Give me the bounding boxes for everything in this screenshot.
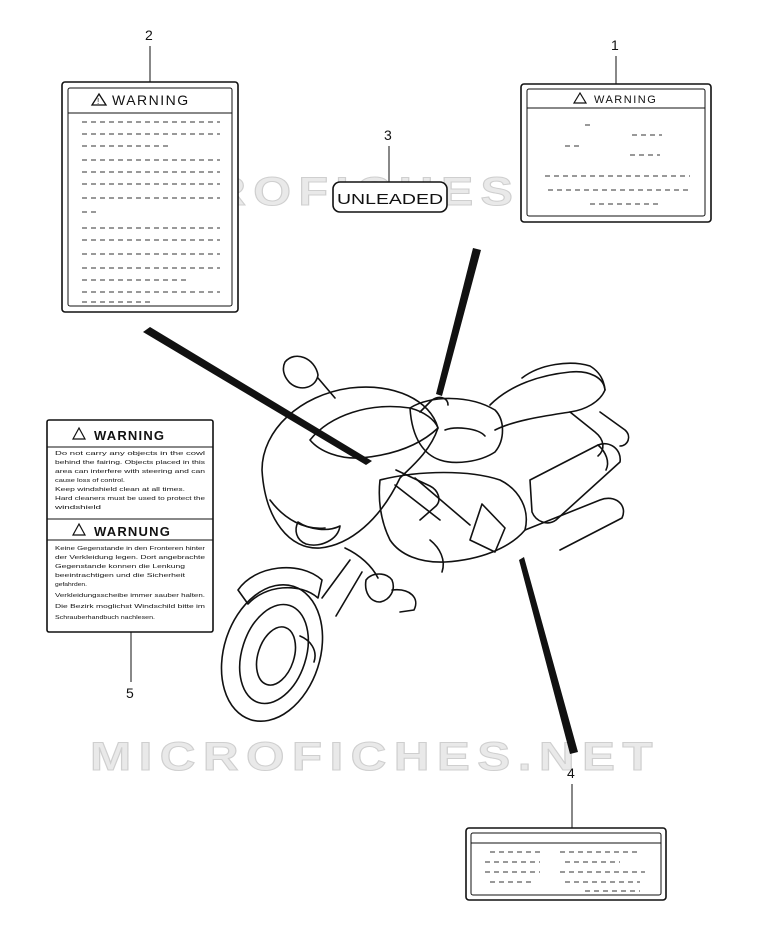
unleaded-label-3: UNLEADED [332,181,448,213]
label-4-fine-print [485,851,645,892]
label-5-en-line: windshield [53,505,101,511]
label-5-en-line: Do not carry any objects in the cowl [55,451,205,457]
label-5-en-line: Keep windshield clean at all times. [55,487,185,493]
label-1-fine-print [545,124,690,205]
label-2-fine-print [82,121,220,303]
label-4 [465,827,667,901]
label-5-heading-en: WARNING [94,428,165,443]
warning-triangle-icon [71,522,87,536]
warning-triangle-icon [572,91,588,104]
label-3-text: UNLEADED [337,191,443,208]
label-5-en-line: Hard cleaners must be used to protect th… [55,496,205,502]
label-5-de-line: Keine Gegenstande in den Fronteren hinte… [55,546,205,552]
warning-label-1: WARNING [520,83,712,223]
warning-triangle-icon: ! [90,92,108,106]
warning-label-5: WARNING Do not carry any objects in the … [46,419,214,633]
label-5-body-en: Do not carry any objects in the cowl beh… [53,451,205,511]
callout-1: 1 [611,37,619,84]
watermark-lower: MICROFICHES.NET [90,735,660,779]
warning-label-2: ! WARNING [61,81,239,313]
label-5-de-line: Verkleidungsscheibe immer sauber halten. [55,593,205,599]
label-5-de-line: gefahrden. [55,582,87,588]
label-5-de-line: der Verkleidung legen. Dort angebrachte [55,555,205,561]
pointer-part-3 [436,248,481,396]
label-5-de-line: Die Bezirk moglichst Windschild bitte im [55,604,206,610]
ref-number-5: 5 [126,685,134,701]
ref-number-4: 4 [567,765,575,781]
label-5-de-line: Schrauberhandbuch nachlesen. [55,615,155,621]
callout-4: 4 [567,765,575,828]
ref-number-2: 2 [145,27,153,43]
callout-5: 5 [126,632,134,701]
ref-number-3: 3 [384,127,392,143]
label-5-de-line: Gegenstande konnen die Lenkung [55,564,185,570]
callout-3: 3 [384,127,392,182]
label-5-heading-de: WARNUNG [94,524,171,539]
label-5-en-line: cause loss of control. [55,478,125,484]
warning-triangle-icon [71,426,87,440]
svg-text:!: ! [97,97,99,106]
label-1-heading: WARNING [594,94,657,106]
label-5-de-line: beeintrachtigen und die Sicherheit [55,573,186,579]
ref-number-1: 1 [611,37,619,53]
callout-2: 2 [145,27,153,82]
label-5-body-de: Keine Gegenstande in den Fronteren hinte… [55,546,206,621]
label-2-heading: WARNING [112,92,190,108]
motorcycle-illustration [220,355,630,723]
label-5-en-line: behind the fairing. Objects placed in th… [55,460,205,466]
pointer-part-2 [143,327,372,465]
pointer-part-4 [519,557,578,754]
label-5-en-line: area can interfere with steering and can [55,469,205,475]
